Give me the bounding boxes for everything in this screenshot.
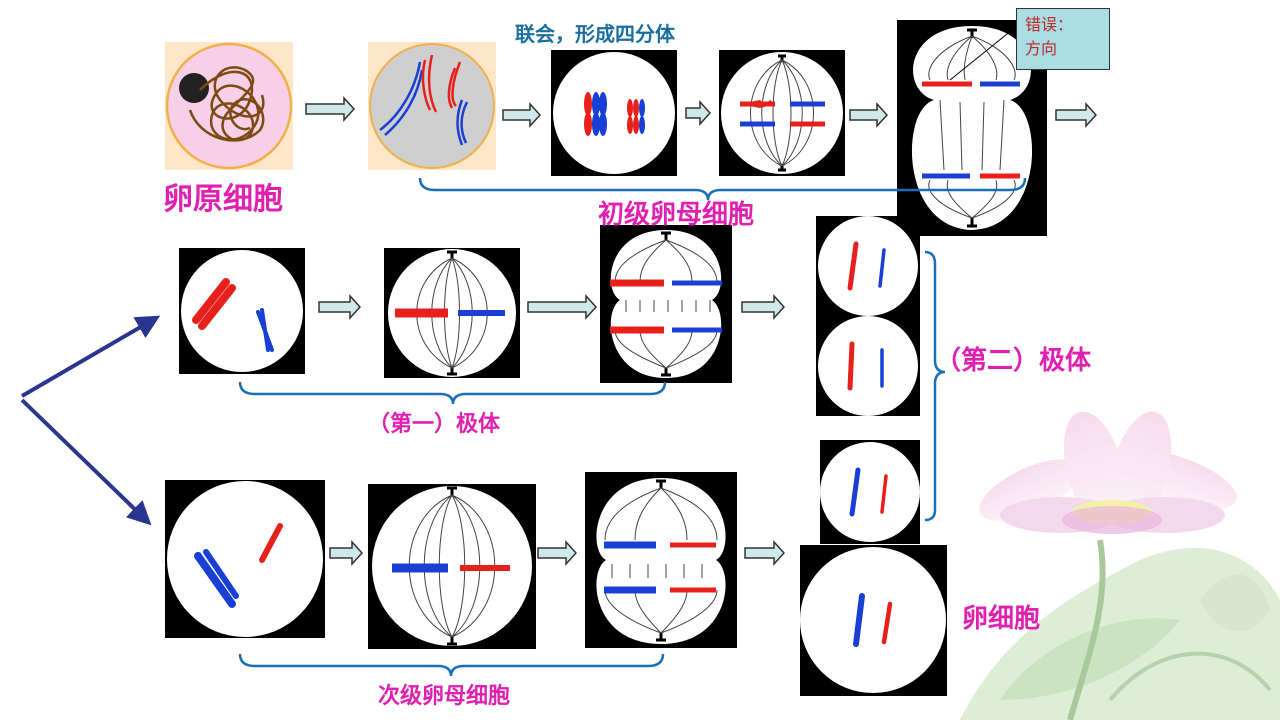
cell-polar-1-metaphase bbox=[384, 248, 520, 378]
cell-polar-1-anaphase bbox=[600, 225, 732, 383]
label-first-polar-body: （第一）极体 bbox=[368, 412, 501, 437]
cell-secondary-oocyte-prophase bbox=[165, 480, 325, 638]
cell-second-polar-body-1 bbox=[816, 216, 920, 316]
label-primary-oocyte: 初级卵母细胞 bbox=[598, 200, 755, 230]
cell-egg bbox=[800, 545, 947, 696]
cell-leptotene bbox=[368, 42, 496, 170]
error-note-line2: 方向 bbox=[1025, 39, 1058, 58]
flow-arrows-row2 bbox=[318, 294, 786, 320]
secondary-oocyte-bracket bbox=[238, 653, 665, 677]
cell-polar-1-prophase bbox=[179, 248, 305, 374]
cell-secondary-oocyte-anaphase bbox=[585, 472, 737, 648]
primary-oocyte-bracket bbox=[418, 177, 1027, 201]
cell-second-polar-body-3 bbox=[820, 440, 920, 544]
cell-metaphase-1 bbox=[719, 50, 845, 176]
cell-secondary-oocyte-metaphase bbox=[368, 484, 536, 649]
label-oogonium: 卵原细胞 bbox=[163, 182, 283, 217]
error-note-line1: 错误： bbox=[1025, 15, 1074, 34]
cell-second-polar-body-2 bbox=[816, 316, 920, 416]
branch-arrows bbox=[20, 315, 161, 526]
label-synapsis: 联会，形成四分体 bbox=[515, 22, 675, 46]
first-polar-body-bracket bbox=[238, 381, 667, 405]
flow-arrows-row1 bbox=[305, 96, 1098, 128]
cell-oogonium bbox=[165, 42, 293, 170]
second-polar-body-bracket bbox=[924, 250, 946, 522]
flow-arrows-row3 bbox=[329, 540, 786, 566]
error-note: 错误： 方向 bbox=[1016, 8, 1110, 70]
cell-tetrad bbox=[551, 50, 677, 176]
label-second-polar-body: （第二）极体 bbox=[935, 346, 1092, 376]
label-secondary-oocyte: 次级卵母细胞 bbox=[378, 684, 511, 709]
lotus-decoration bbox=[960, 411, 1280, 720]
label-egg-cell: 卵细胞 bbox=[962, 604, 1041, 634]
